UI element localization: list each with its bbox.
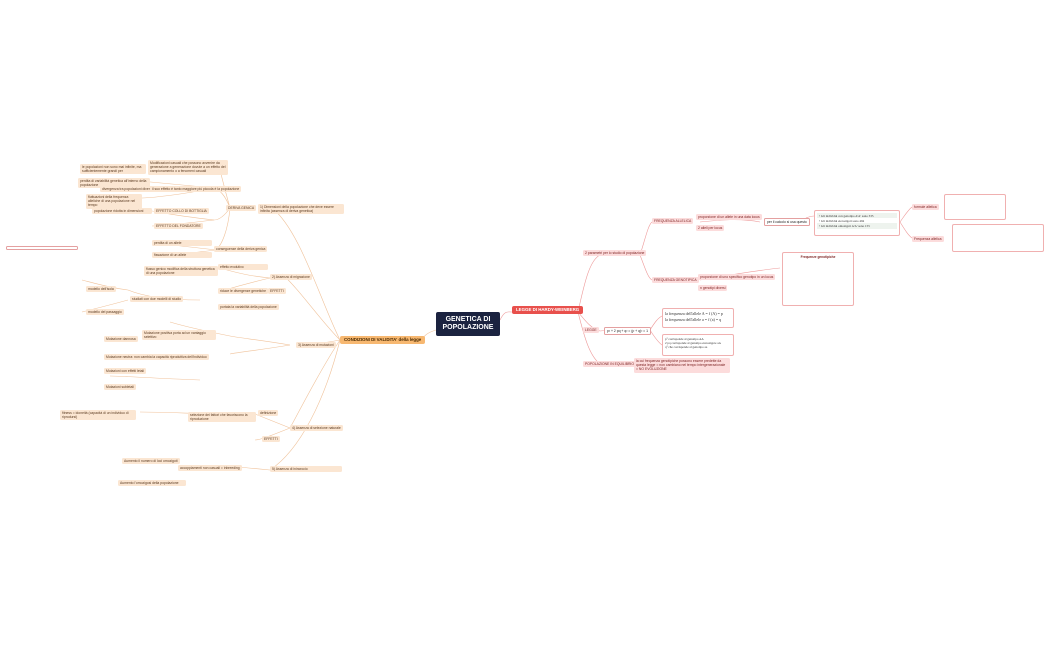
node-deriva-item-11[interactable]: conseguenze della deriva genica bbox=[214, 246, 268, 253]
card-genotipica: Frequenze genotipiche bbox=[782, 252, 854, 306]
node-mutazione-item-1[interactable]: Mutazione neutra: non cambia la capacità… bbox=[104, 354, 209, 361]
central-topic[interactable]: GENETICA DI POPOLAZIONE bbox=[436, 312, 500, 336]
node-migrazione-item-2[interactable]: modello dell'isola bbox=[86, 286, 116, 293]
legge-note-2: q² che corrisponde al genotipo aa bbox=[665, 345, 708, 350]
card-formula-top bbox=[944, 194, 1006, 220]
node-parametri[interactable]: 2 parametri per lo studio di popolazione bbox=[583, 250, 647, 257]
node-selezione-item-1[interactable]: EFFETTI bbox=[262, 436, 280, 443]
individui-text-2: Gli individui omozigoti A'A' sono 155 bbox=[820, 223, 870, 228]
node-migrazione-item-6[interactable]: EFFETTI bbox=[268, 288, 286, 295]
node-deriva-item-8[interactable]: EFFETTO DEL FONDATORE bbox=[154, 223, 203, 230]
legge-line-0: la frequenza dell'allele A = f (A) = p bbox=[665, 311, 723, 316]
node-formula-top[interactable]: formule allelica bbox=[912, 204, 939, 211]
branch-condizioni-validita[interactable]: CONDIZIONI DI VALIDITA' della legge bbox=[340, 336, 426, 344]
node-deriva-desc[interactable]: 1) Dimensioni della popolazione che deve… bbox=[258, 204, 344, 215]
node-freq-allelica[interactable]: FREQUENZA ALLELICA bbox=[652, 218, 694, 225]
individui-text-0: Gli individui con genotipo A'A' sono 335 bbox=[820, 213, 874, 218]
node-equilibrio[interactable]: POPOLAZIONE IN EQUILIBRIO bbox=[583, 361, 636, 368]
node-freq-genotipica[interactable]: FREQUENZA GENOTIPICA bbox=[652, 277, 699, 284]
node-deriva-item-6[interactable]: popolazione ridotta in dimensioni bbox=[92, 208, 152, 215]
node-genotipica-item-1[interactable]: n genotipi diversi bbox=[698, 285, 728, 292]
node-incrocio-item-2[interactable]: Aumento l'omozigosi della popolazione bbox=[118, 480, 186, 487]
node-mutazione-item-4[interactable]: Mutazioni subletali bbox=[104, 384, 136, 391]
node-incrocio[interactable]: 5) Assenza di inincrocio bbox=[270, 466, 342, 473]
node-formula-bottom[interactable]: Frequenza allelica bbox=[912, 236, 944, 243]
node-migrazione-item-1[interactable]: studiati con due modelli di studio bbox=[130, 296, 184, 303]
node-calcolo[interactable]: per il calcolo si usa questo bbox=[764, 218, 810, 227]
card-legge-notes: p² corrisponde al genotipo AA 2 pq corri… bbox=[662, 334, 734, 356]
node-mutazione-item-3[interactable]: Mutazioni con effetti letali bbox=[104, 368, 147, 375]
node-deriva-item-1[interactable]: le popolazioni non sono mai infinite, ma… bbox=[80, 164, 146, 175]
card-legge-lines: la frequenza dell'allele A = f (A) = p l… bbox=[662, 308, 734, 328]
individui-line-0: • Gli individui con genotipo A'A' sono 3… bbox=[817, 213, 897, 219]
node-migrazione-item-7[interactable]: portata la variabilità della popolazione bbox=[218, 304, 279, 311]
node-incrocio-item-1[interactable]: Aumento il numero di loci omozigoti bbox=[122, 458, 180, 465]
node-allelica-item-0[interactable]: proporzione di un allele in una data loc… bbox=[696, 214, 762, 221]
individui-line-2: • Gli individui omozigoti A'A' sono 155 bbox=[817, 223, 897, 229]
node-migrazione-item-0[interactable]: flusso genico modifica della struttura g… bbox=[144, 266, 218, 277]
node-incrocio-item-0[interactable]: accoppiamenti non casuali = inbreeding bbox=[178, 465, 242, 472]
node-deriva-genica[interactable]: DERIVA GENICA bbox=[226, 205, 257, 212]
node-migrazione-item-3[interactable]: modello del passaggio bbox=[86, 309, 124, 316]
node-migrazione[interactable]: 2) Assenza di migrazione bbox=[270, 274, 312, 281]
individui-line-1: • Gli individui eterozigoti sono 494 bbox=[819, 218, 865, 223]
legge-note-1: 2 pq corrisponde al genotipo eterozigote… bbox=[665, 341, 721, 346]
node-mutazione[interactable]: 3) Assenza di mutazioni bbox=[296, 342, 336, 349]
node-selezione[interactable]: 4) Assenza di selezione naturale bbox=[290, 425, 343, 432]
node-deriva-item-7[interactable]: EFFETTO COLLO DI BOTTIGLIA bbox=[154, 208, 209, 215]
node-deriva-item-0[interactable]: Modificazioni casuali che possono avveni… bbox=[148, 160, 228, 175]
node-deriva-item-5[interactable]: il suo effetto è tanto maggiore più picc… bbox=[150, 186, 242, 193]
node-genotipica-item-0[interactable]: proporzione di uno specifico genotipo in… bbox=[698, 274, 776, 281]
node-extra-note[interactable] bbox=[6, 246, 78, 250]
card-formula-bottom bbox=[952, 224, 1044, 252]
legge-note-0: p² corrisponde al genotipo AA bbox=[665, 337, 704, 341]
individui-text-1: Gli individui eterozigoti sono 494 bbox=[820, 218, 865, 223]
node-deriva-item-2[interactable]: perdita di variabilità genetica all'inte… bbox=[78, 178, 150, 189]
node-deriva-item-3[interactable]: divergenza tra popolazioni diverse bbox=[100, 186, 156, 193]
node-deriva-item-4[interactable]: fluttuazioni della frequenza alleliche d… bbox=[86, 194, 142, 209]
node-mutazione-item-2[interactable]: Mutazione dannosa bbox=[104, 336, 138, 343]
genotipica-card-title: Frequenze genotipiche bbox=[800, 255, 836, 259]
node-selezione-item-0[interactable]: definizione bbox=[258, 410, 279, 417]
node-deriva-item-10[interactable]: fissazione di un allele bbox=[152, 252, 212, 259]
node-allelica-item-1[interactable]: 2 alleli per locus bbox=[696, 225, 725, 232]
card-individui: • Gli individui con genotipo A'A' sono 3… bbox=[814, 210, 900, 236]
legge-line-1: la frequenza dell'allele a = f (a) = q bbox=[665, 317, 722, 322]
node-legge-formula[interactable]: p² + 2 pq + q² = (p + q)² = 1 bbox=[604, 327, 651, 336]
node-migrazione-item-4[interactable]: effetto evolutivo bbox=[218, 264, 268, 271]
branch-legge-hardy-weinberg[interactable]: LEGGE DI HARDY-WEINBERG bbox=[512, 306, 584, 314]
node-selezione-item-3[interactable]: selezione dei fattori che favoriscono la… bbox=[188, 412, 256, 423]
node-legge[interactable]: LEGGE bbox=[583, 327, 599, 334]
node-selezione-item-2[interactable]: fitness = idoneità (capacità di un indiv… bbox=[60, 410, 136, 421]
node-equilibrio-text[interactable]: la cui frequenza genotipiche possono ess… bbox=[634, 358, 730, 373]
node-mutazione-item-0[interactable]: Mutazione positiva porta ad un vantaggio… bbox=[142, 330, 216, 341]
node-migrazione-item-5[interactable]: riduce le divergenze genetiche bbox=[218, 288, 268, 295]
node-deriva-item-9[interactable]: perdita di un allele bbox=[152, 240, 212, 247]
